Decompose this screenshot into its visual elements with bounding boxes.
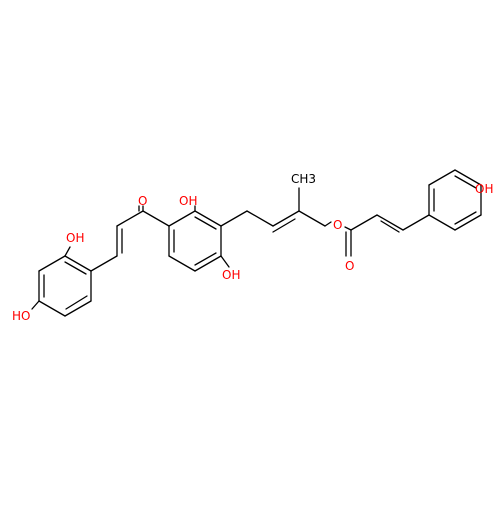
ester-oxygen-label: O bbox=[333, 218, 342, 232]
hydroxyl-label: HO bbox=[12, 309, 30, 323]
ketone-oxygen-label: O bbox=[138, 194, 147, 208]
methyl-label: CH3 bbox=[291, 172, 316, 186]
hydroxyl-label: OH bbox=[66, 231, 84, 245]
hydroxyl-label: OH bbox=[222, 268, 240, 282]
carbonyl-oxygen-label: O bbox=[345, 259, 354, 273]
hydroxyl-label: OH bbox=[475, 182, 493, 196]
ester-group bbox=[344, 214, 404, 257]
ring-b bbox=[168, 205, 230, 272]
hydroxyl-label: OH bbox=[179, 194, 197, 208]
enone-linker bbox=[90, 205, 170, 272]
prenyl-chain bbox=[220, 187, 332, 233]
ring-a bbox=[31, 246, 92, 317]
ring-c bbox=[402, 169, 482, 231]
